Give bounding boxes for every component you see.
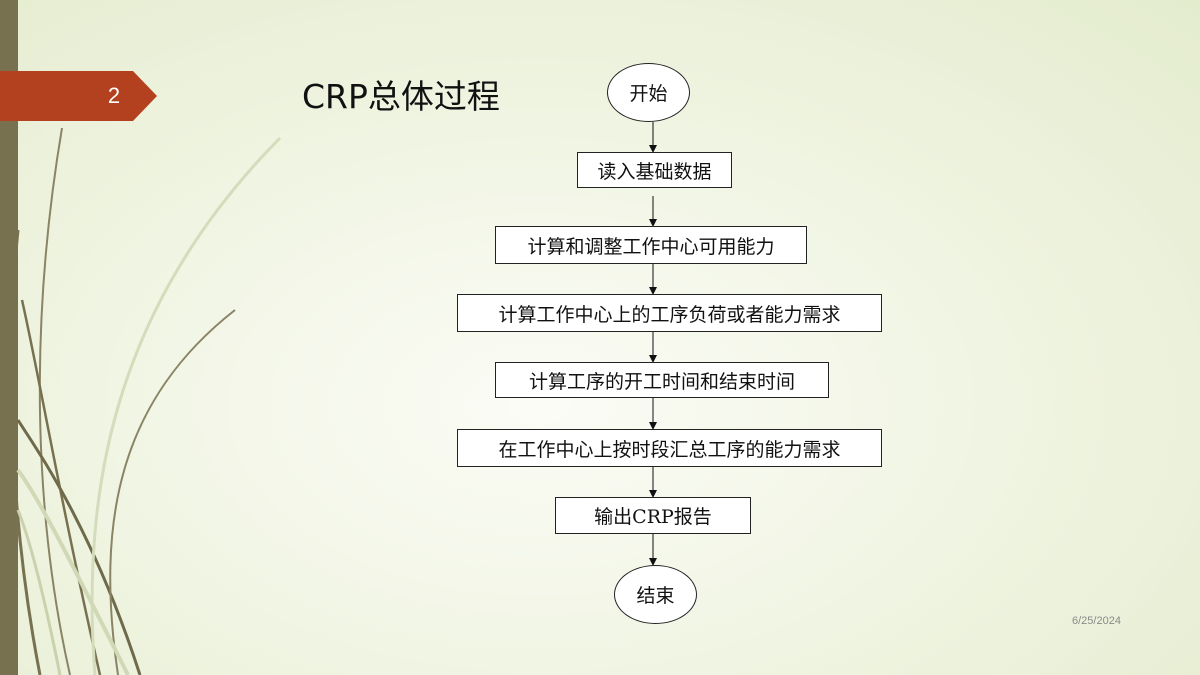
slide-number-tag [0, 71, 157, 121]
flow-step-aggregate: 在工作中心上按时段汇总工序的能力需求 [457, 429, 882, 467]
slide-title: CRP总体过程 [302, 77, 500, 116]
decorative-swooshes [9, 127, 282, 675]
slide-number: 2 [107, 83, 121, 108]
flow-step-calc-times: 计算工序的开工时间和结束时间 [495, 362, 829, 398]
flow-start-node: 开始 [607, 63, 690, 122]
slide-date: 6/25/2024 [1072, 615, 1121, 627]
flow-step-calc-capacity: 计算和调整工作中心可用能力 [495, 226, 807, 264]
flow-step-calc-load: 计算工作中心上的工序负荷或者能力需求 [457, 294, 882, 332]
left-accent-bar [0, 0, 18, 675]
flow-step-read-data: 读入基础数据 [577, 152, 732, 188]
flow-end-node: 结束 [614, 565, 697, 624]
flow-step-output-report: 输出CRP报告 [555, 497, 751, 534]
